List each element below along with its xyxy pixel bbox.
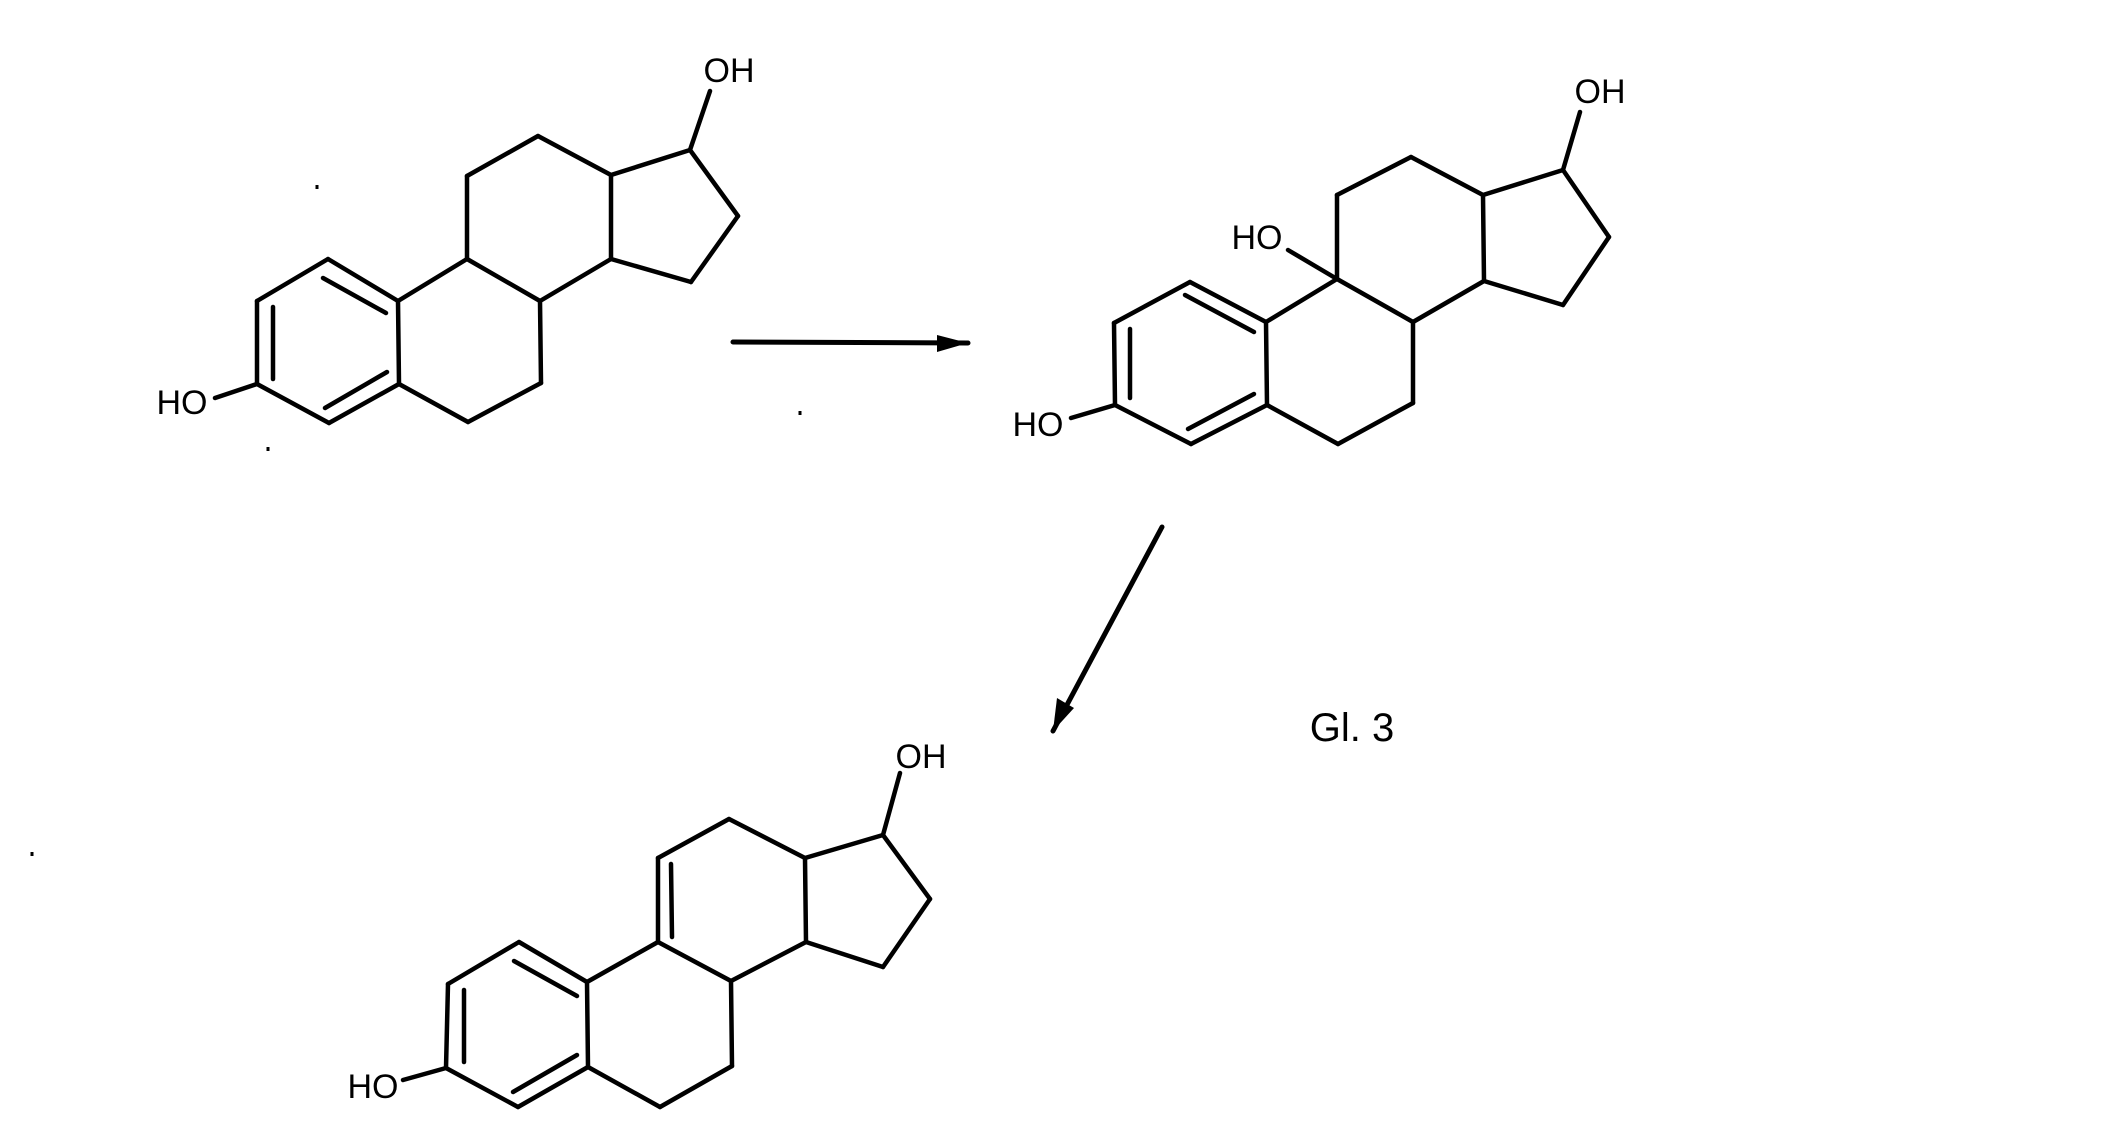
bond-C12-C13 — [535, 133, 614, 178]
bond-C8-C9 — [1334, 276, 1416, 325]
bond-C13-C14 — [802, 855, 809, 945]
hydroxyl-bond — [687, 88, 713, 153]
hydroxyl-label: OH — [704, 52, 755, 90]
bond-C17-C16 — [1560, 167, 1612, 240]
equation-label: Gl. 3 — [1310, 706, 1394, 750]
bond-C8-C7 — [728, 978, 735, 1069]
hydroxyl-label: HO — [1232, 219, 1283, 257]
bond-C16-C15 — [880, 896, 933, 970]
bond-C13-C14 — [1480, 192, 1487, 284]
bond-C7-C6 — [465, 380, 544, 425]
bond-C10-C9 — [1263, 276, 1340, 325]
bond-C8-C9 — [655, 939, 734, 984]
scan-speck — [798, 411, 802, 415]
bond-C13-C17 — [608, 147, 693, 178]
reaction-arrows — [730, 335, 1165, 734]
reaction-arrow-2 — [1050, 524, 1165, 734]
bond-C14-C8 — [537, 256, 614, 304]
bond-C10-C9 — [584, 939, 661, 985]
hydroxyl-bond — [212, 381, 260, 401]
bond-C11-C12 — [655, 816, 732, 861]
double-bond-inner-line — [1182, 292, 1257, 335]
bond-C10-C9 — [395, 256, 470, 304]
bond-C7-C6 — [1335, 400, 1416, 447]
hydroxyl-label: HO — [348, 1068, 399, 1106]
bond-C12-C13 — [1408, 154, 1486, 198]
bond-C1-C2 — [1111, 279, 1193, 326]
hydroxyl-label: HO — [1013, 406, 1064, 444]
molecule-3: OH HO — [348, 738, 947, 1110]
bond-C10-C1 — [1187, 279, 1269, 325]
bond-C8-C7 — [537, 298, 544, 386]
bond-C10-C1 — [325, 256, 401, 304]
bond-C2-C3 — [443, 981, 451, 1071]
bond-C14-C8 — [1410, 278, 1487, 325]
bond-C17-C16 — [880, 832, 933, 902]
bond-C16-C15 — [1560, 234, 1612, 308]
bond-C12-C13 — [726, 816, 808, 861]
bond-C10-C1 — [516, 939, 590, 985]
bond-C17-C16 — [687, 147, 741, 219]
bond-C7-C6 — [657, 1063, 735, 1110]
bond-C6-C5 — [396, 381, 471, 425]
bond-C4-C5 — [326, 381, 402, 426]
bond-C13-C17 — [802, 832, 886, 861]
double-bond-inner-line — [511, 958, 580, 999]
reaction-arrow-1 — [730, 335, 971, 352]
bond-C13-C17 — [1480, 167, 1566, 198]
bond-C15-C14 — [608, 256, 694, 285]
hydroxyl-bond — [1560, 109, 1583, 173]
bond-C15-C14 — [803, 939, 886, 970]
hydroxyl-label: HO — [157, 384, 208, 422]
arrowhead-icon — [937, 335, 968, 352]
hydroxyl-bond — [1285, 247, 1340, 282]
molecule-1: OH HO — [157, 52, 755, 426]
bond-C4-C5 — [515, 1064, 591, 1110]
bond-C8-C9 — [464, 256, 543, 304]
bond-C6-C5 — [1264, 402, 1341, 447]
scan-speck — [30, 852, 34, 856]
bond-C4-C5 — [1188, 402, 1270, 447]
molecule-2: OH HO HO — [1013, 73, 1626, 447]
hydroxyl-label: OH — [896, 738, 947, 776]
bond-C5-C10 — [1263, 319, 1270, 408]
bond-C3-C4 — [1112, 402, 1194, 447]
bond-C1-C2 — [445, 939, 522, 987]
double-bond-inner-line — [668, 861, 675, 940]
hydroxyl-bond — [400, 1065, 449, 1083]
bond-C2-C3 — [1111, 320, 1118, 408]
scan-specks — [30, 185, 802, 856]
bond-C15-C14 — [1481, 278, 1566, 308]
hydroxyl-bond — [880, 770, 903, 838]
bond-C14-C8 — [728, 939, 809, 984]
hydroxyl-bond — [1068, 402, 1118, 421]
arrow-shaft — [1050, 524, 1165, 734]
double-bond-inner-line — [320, 275, 389, 316]
double-bond-inner-line — [322, 369, 390, 411]
scan-speck — [266, 447, 270, 451]
bond-C11-C12 — [1334, 154, 1414, 198]
arrow-shaft — [730, 339, 971, 346]
double-bond-inner-line — [510, 1052, 580, 1095]
scan-speck — [315, 185, 319, 189]
bond-C11-C12 — [464, 133, 541, 179]
hydroxyl-label: OH — [1575, 73, 1626, 111]
bond-C6-C5 — [585, 1064, 663, 1110]
bond-C5-C10 — [584, 979, 591, 1070]
bond-C3-C4 — [443, 1065, 521, 1110]
bond-C3-C4 — [254, 381, 332, 426]
bond-C1-C2 — [254, 256, 331, 304]
bond-C16-C15 — [688, 213, 741, 285]
molecules: OH HO OH HO HO OH HO — [157, 52, 1626, 1110]
double-bond-inner-line — [1185, 391, 1257, 432]
arrowhead-icon — [1053, 698, 1074, 731]
bond-C5-C10 — [395, 298, 402, 387]
